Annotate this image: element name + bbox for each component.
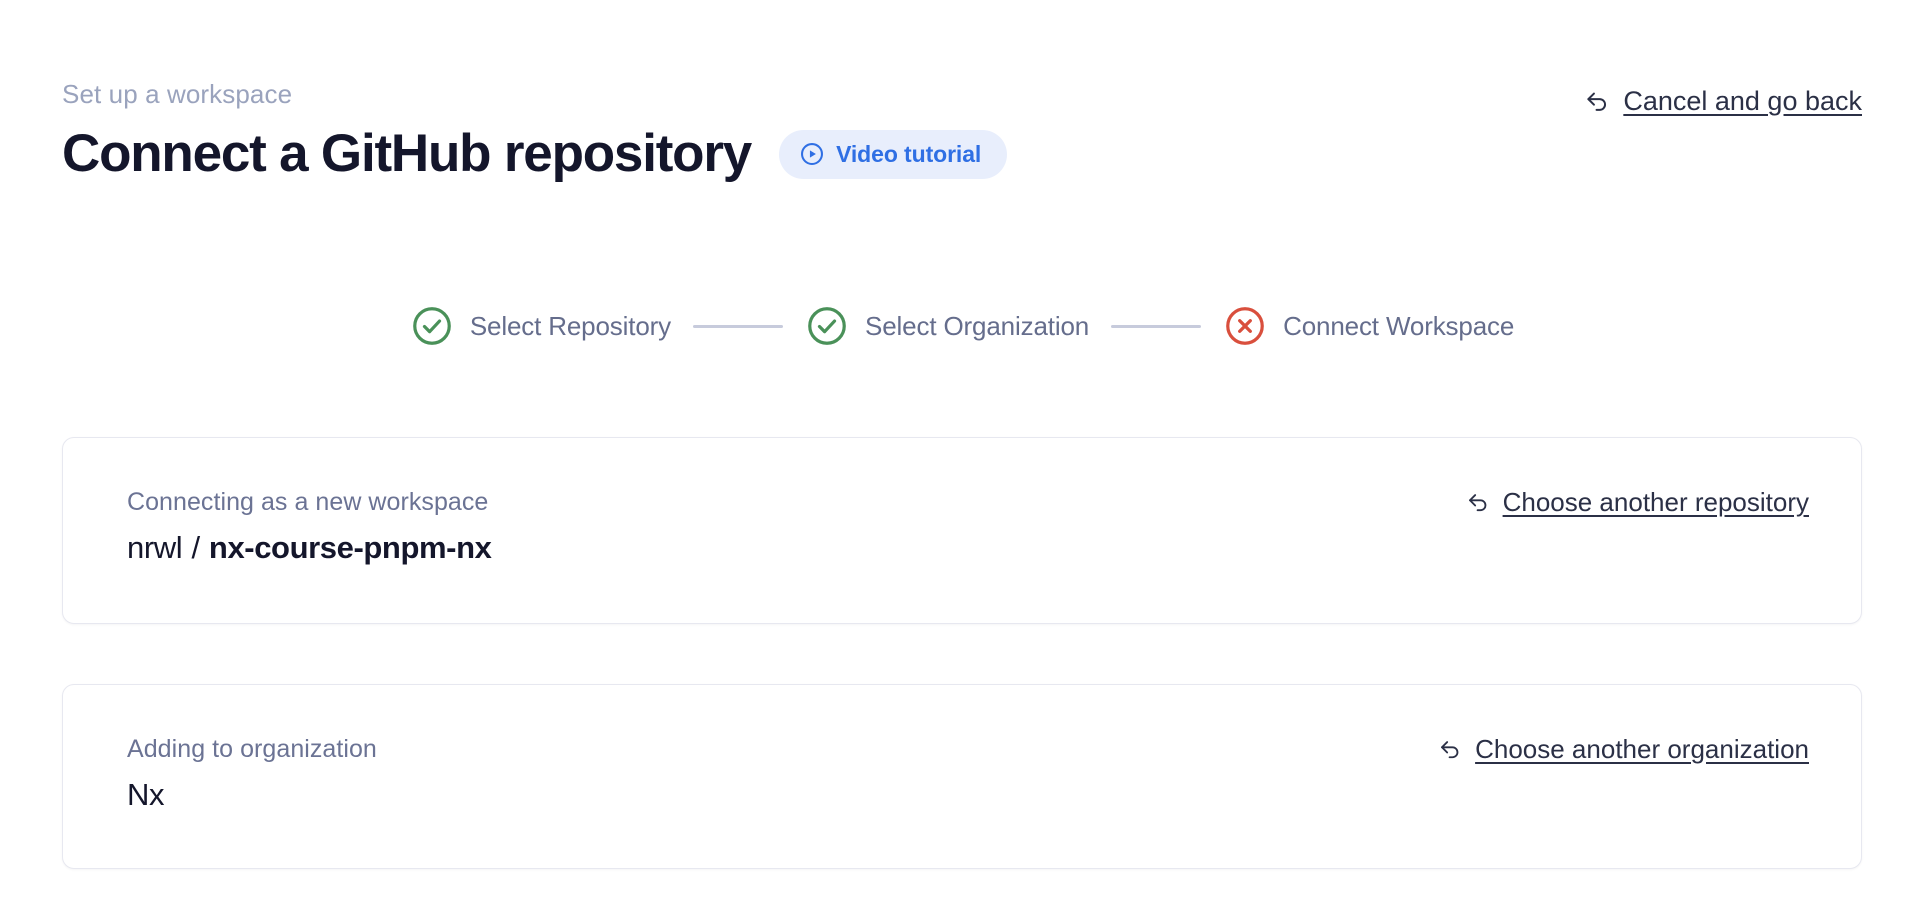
- stepper-label-select-repository: Select Repository: [469, 311, 672, 341]
- repository-card-label: Connecting as a new workspace: [127, 488, 489, 516]
- page-header: Set up a workspace Connect a GitHub repo…: [62, 78, 1862, 186]
- choose-another-organization-link[interactable]: Choose another organization: [1437, 733, 1809, 765]
- check-circle-icon: [410, 304, 454, 348]
- progress-stepper: Select Repository Select Organization: [0, 304, 1924, 348]
- organization-card-label: Adding to organization: [127, 735, 377, 763]
- repository-card-inner: Connecting as a new workspace nrwl / nx-…: [63, 438, 1861, 623]
- repository-card-value: nrwl / nx-course-pnpm-nx: [127, 528, 1811, 568]
- back-arrow-icon: [1437, 736, 1463, 762]
- organization-card-inner: Adding to organization Nx Choose another…: [63, 685, 1861, 868]
- organization-card: Adding to organization Nx Choose another…: [62, 684, 1862, 869]
- check-circle-icon: [805, 304, 849, 348]
- stepper-label-select-organization: Select Organization: [865, 311, 1090, 341]
- stepper-step-select-repository[interactable]: Select Repository: [410, 304, 671, 348]
- video-tutorial-label: Video tutorial: [836, 140, 982, 167]
- x-circle-icon: [1223, 304, 1267, 348]
- repository-card: Connecting as a new workspace nrwl / nx-…: [62, 437, 1862, 624]
- choose-another-organization-label: Choose another organization: [1475, 734, 1809, 764]
- repository-name: nx-course-pnpm-nx: [208, 530, 492, 565]
- back-arrow-icon: [1583, 87, 1611, 115]
- stepper-label-connect-workspace: Connect Workspace: [1283, 311, 1515, 341]
- title-row: Connect a GitHub repository Video tutori…: [62, 122, 1862, 186]
- choose-another-repository-label: Choose another repository: [1502, 487, 1809, 517]
- breadcrumb-eyebrow: Set up a workspace: [62, 79, 293, 109]
- stepper-connector-2: [1111, 324, 1202, 328]
- cancel-and-go-back-link[interactable]: Cancel and go back: [1583, 84, 1862, 118]
- page-title: Connect a GitHub repository: [62, 124, 752, 183]
- organization-card-value: Nx: [127, 777, 165, 812]
- back-arrow-icon: [1465, 489, 1491, 515]
- choose-another-repository-link[interactable]: Choose another repository: [1465, 486, 1809, 518]
- play-circle-icon: [799, 141, 825, 167]
- stepper-step-connect-workspace[interactable]: Connect Workspace: [1223, 304, 1514, 348]
- cancel-and-go-back-label: Cancel and go back: [1623, 86, 1862, 116]
- repository-separator: /: [191, 530, 200, 565]
- video-tutorial-button[interactable]: Video tutorial: [779, 129, 1008, 179]
- stepper-step-select-organization[interactable]: Select Organization: [805, 304, 1089, 348]
- repository-owner: nrwl: [127, 530, 183, 565]
- stepper-connector-1: [693, 324, 784, 328]
